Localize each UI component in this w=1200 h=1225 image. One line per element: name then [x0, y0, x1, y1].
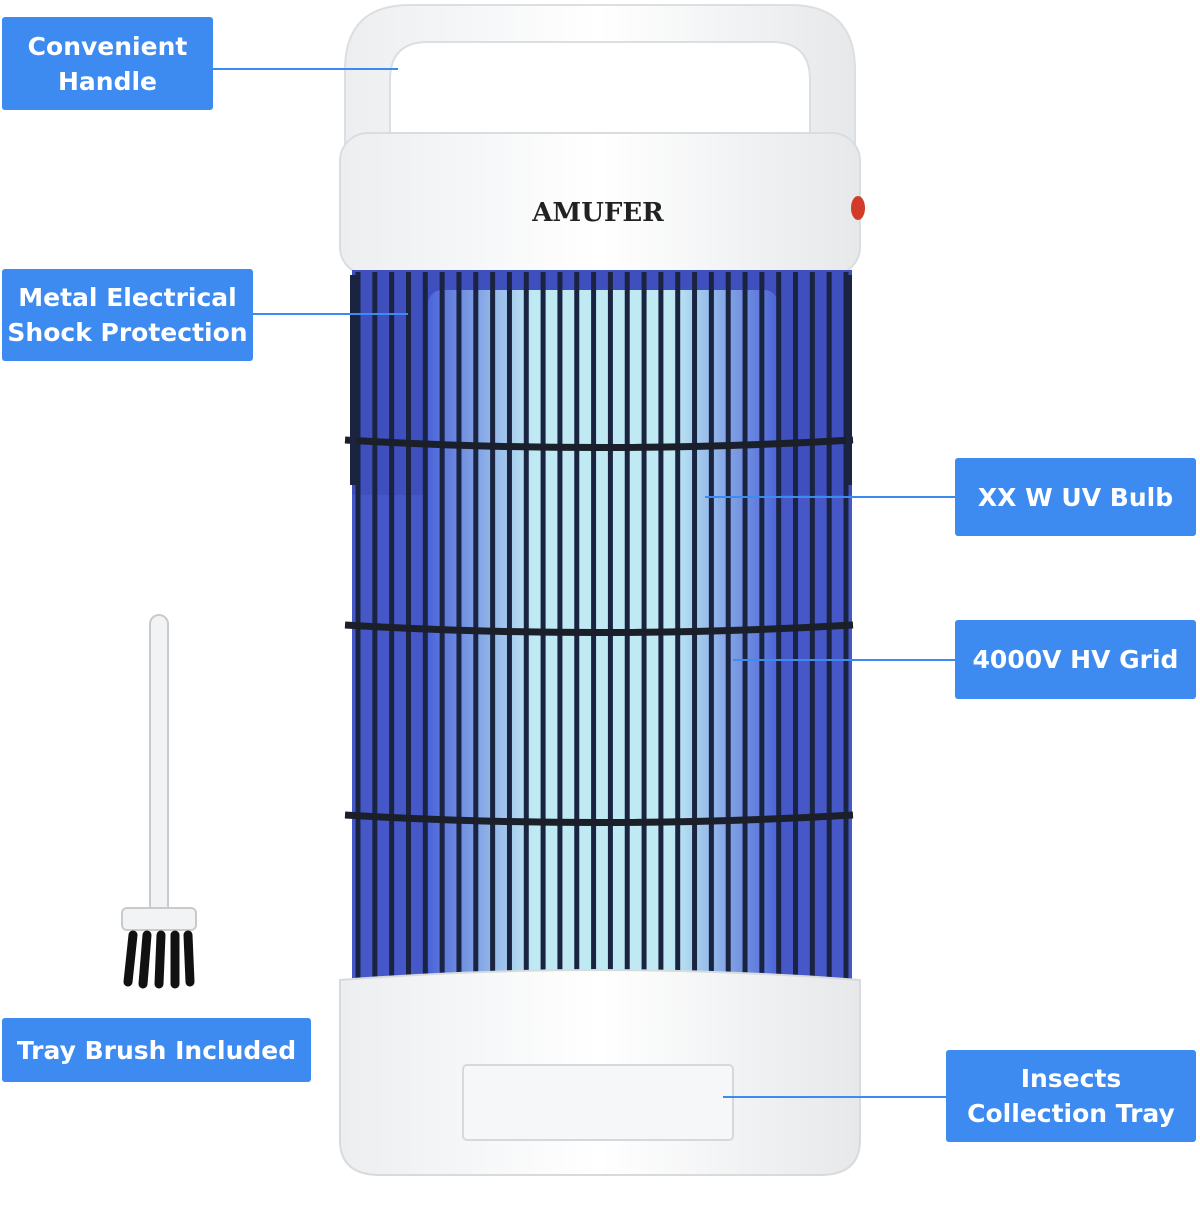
callout-tray-line-2: Collection Tray	[967, 1099, 1175, 1128]
callout-protection: Metal Electrical Shock Protection	[2, 269, 253, 361]
leader-grid	[733, 659, 955, 661]
callout-handle-line-1: Convenient	[27, 31, 188, 61]
leader-protection	[253, 313, 408, 315]
callout-grid-line-1: 4000V HV Grid	[972, 645, 1179, 674]
leader-handle	[213, 68, 398, 70]
grid-rings	[344, 436, 854, 826]
grid-bars	[355, 272, 849, 985]
brand-logo: AMUFER	[531, 198, 664, 228]
callout-brush-line-1: Tray Brush Included	[16, 1035, 297, 1065]
callout-handle-line-2: Handle	[57, 66, 157, 96]
leader-bulb	[705, 496, 955, 498]
base	[339, 969, 861, 1176]
callout-grid: 4000V HV Grid	[955, 620, 1196, 699]
callout-bulb: XX W UV Bulb	[955, 458, 1196, 536]
callout-protection-line-2: Shock Protection	[7, 318, 248, 347]
callout-tray: Insects Collection Tray	[946, 1050, 1196, 1142]
callout-protection-line-1: Metal Electrical	[18, 283, 237, 312]
callout-handle: Convenient Handle	[2, 17, 213, 110]
callout-brush: Tray Brush Included	[2, 1018, 311, 1082]
callout-bulb-line-1: XX W UV Bulb	[977, 482, 1174, 512]
power-indicator	[851, 196, 865, 220]
cage	[344, 270, 854, 985]
leader-tray	[723, 1096, 948, 1098]
callout-tray-line-1: Insects	[1020, 1064, 1122, 1093]
collection-tray	[462, 1064, 734, 1141]
handle	[344, 4, 856, 146]
top-cap: AMUFER	[339, 132, 865, 276]
tray-brush	[121, 614, 197, 989]
